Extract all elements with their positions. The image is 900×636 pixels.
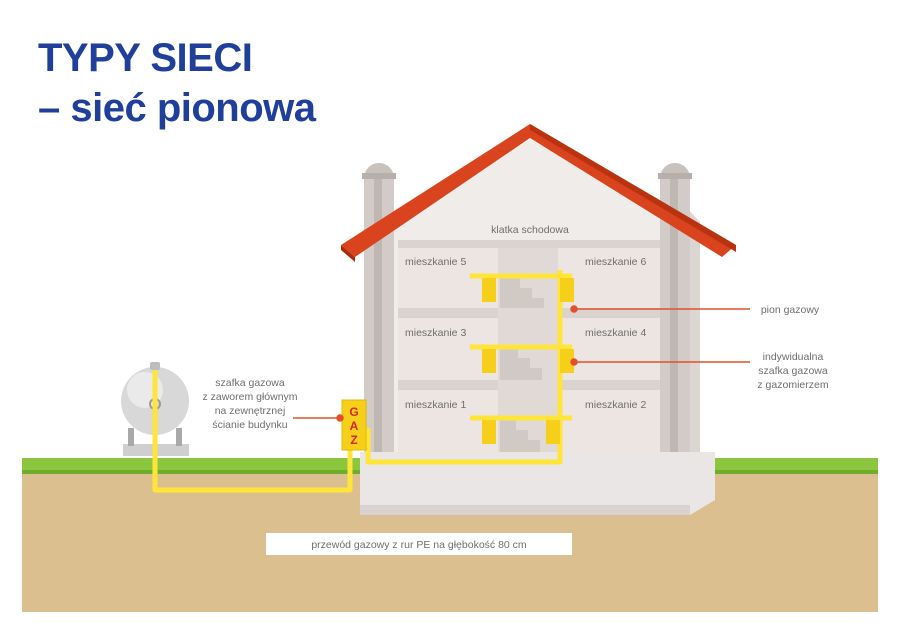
individual-cabinet-label-3: z gazomierzem [757,379,828,391]
gaz-letter-a: A [350,419,359,433]
individual-cabinet-label-2: szafka gazowa [758,365,828,377]
main-cabinet-label-2: z zaworem głównym [202,391,297,403]
apartment-2-label: mieszkanie 2 [585,399,646,411]
page-title: TYPY SIECI [38,36,253,80]
gaz-letter-z: Z [350,433,357,447]
riser-label: pion gazowy [761,304,820,316]
gas-pipes [152,270,572,493]
main-cabinet-label-4: ścianie budynku [212,419,287,431]
foundation [360,452,715,515]
apartment-5-label: mieszkanie 5 [405,256,466,268]
pipe-label: przewód gazowy z rur PE na głębokość 80 … [311,539,527,551]
page-subtitle: – sieć pionowa [38,86,316,130]
gaz-letter-g: G [349,405,358,419]
roof [341,124,736,262]
chimney-left [362,163,396,452]
apartment-1-label: mieszkanie 1 [405,399,466,411]
individual-cabinet-label-1: indywidualna [763,351,824,363]
apartment-3-label: mieszkanie 3 [405,327,466,339]
apartment-cabinets [482,278,574,444]
apartment-4-label: mieszkanie 4 [585,327,646,339]
main-cabinet-label-1: szafka gazowa [215,377,285,389]
leader-lines [293,305,750,422]
gaz-cabinet: G A Z [341,399,367,451]
stairwell-label: klatka schodowa [491,224,569,236]
main-cabinet-label-3: na zewnętrznej [215,405,286,417]
apartment-6-label: mieszkanie 6 [585,256,646,268]
pipe-label-box [266,533,572,555]
